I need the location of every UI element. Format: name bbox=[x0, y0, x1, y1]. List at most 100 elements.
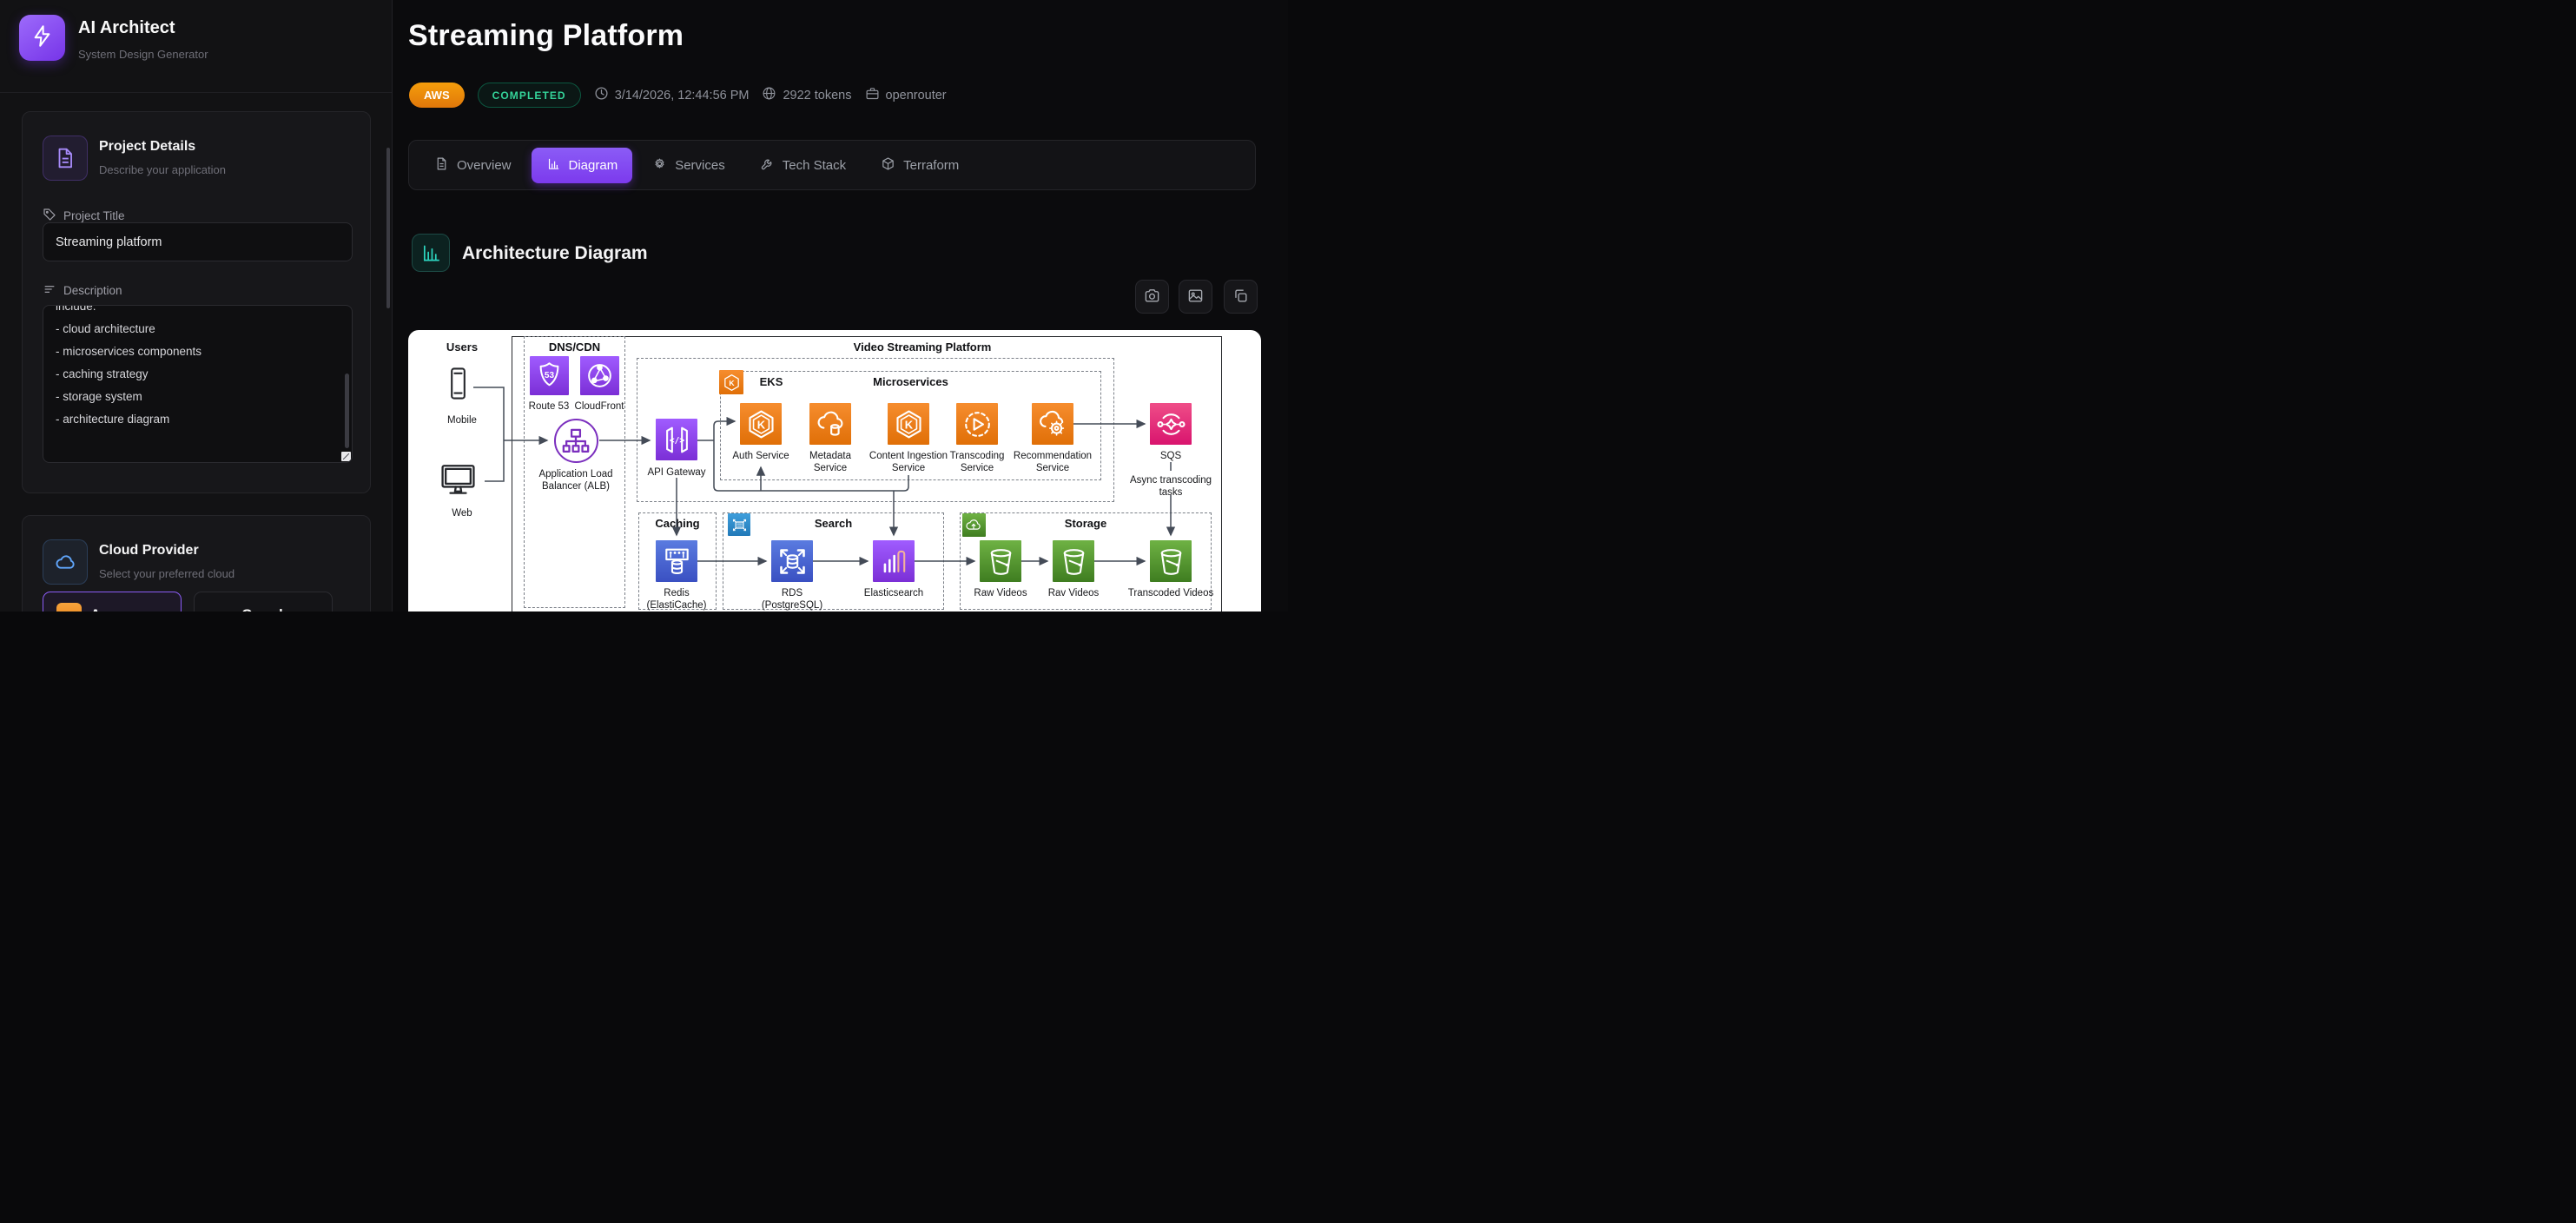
bar-chart-icon bbox=[412, 234, 450, 272]
sqs-icon bbox=[1154, 407, 1188, 441]
diagram-label-transcoded-videos: Transcoded Videos bbox=[1127, 588, 1214, 598]
textarea-scrollbar[interactable] bbox=[345, 374, 349, 448]
cloudfront-icon bbox=[584, 360, 616, 392]
camera-icon bbox=[1144, 288, 1160, 307]
diagram-label-auth-service: Auth Service bbox=[732, 451, 789, 461]
diagram-node-storage-badge bbox=[961, 513, 986, 537]
diagram-label-mobile-device: Mobile bbox=[447, 415, 477, 426]
app-tagline: System Design Generator bbox=[78, 48, 208, 61]
app-window: AI Architect System Design Generator Pro… bbox=[0, 0, 1288, 612]
diagram-box-video-streaming-platform: Video Streaming Platform bbox=[512, 336, 1222, 612]
copy-icon bbox=[1232, 288, 1249, 307]
diagram-text-eks: EKS bbox=[759, 375, 783, 388]
text-lines-icon bbox=[43, 282, 56, 299]
tab-services[interactable]: Services bbox=[637, 148, 740, 183]
diagram-node-content-ingestion-service: K bbox=[888, 403, 929, 445]
svg-text:</>: </> bbox=[669, 436, 684, 446]
tab-diagram[interactable]: Diagram bbox=[531, 147, 633, 183]
rds-icon bbox=[776, 545, 809, 578]
diagram-node-redis bbox=[656, 540, 697, 582]
api-gateway-icon: </> bbox=[660, 423, 694, 457]
eks-k-icon: K bbox=[892, 407, 926, 441]
project-card-title: Project Details bbox=[99, 139, 196, 154]
aws-logo-icon: aws bbox=[56, 603, 82, 612]
diagram-node-metadata-service bbox=[809, 403, 851, 445]
diagram-label-route-53: Route 53 bbox=[528, 401, 570, 412]
diagram-label-cloudfront: CloudFront bbox=[574, 401, 624, 412]
diagram-node-route-53: 53 bbox=[529, 356, 569, 395]
svg-text:53: 53 bbox=[544, 371, 554, 380]
diagram-box-dns-cdn: DNS/CDN bbox=[524, 336, 625, 608]
package-icon bbox=[881, 156, 895, 175]
project-details-card: Project Details Describe your applicatio… bbox=[22, 111, 371, 493]
copy-button[interactable] bbox=[1224, 280, 1258, 314]
tab-bar: Overview Diagram Services Tech Stack Ter… bbox=[408, 140, 1256, 190]
play-frame-icon bbox=[961, 407, 994, 441]
export-image-button[interactable] bbox=[1179, 280, 1212, 314]
diagram-node-eks-badge: K bbox=[719, 370, 743, 394]
alb-icon bbox=[558, 423, 594, 459]
project-title-label: Project Title bbox=[43, 208, 125, 224]
app-title: AI Architect bbox=[78, 18, 175, 37]
tab-tech-stack[interactable]: Tech Stack bbox=[745, 148, 861, 183]
status-badge: COMPLETED bbox=[477, 83, 581, 108]
page-title: Streaming Platform bbox=[408, 19, 684, 52]
s3-bucket-icon bbox=[1057, 545, 1091, 578]
provider-card-title: Cloud Provider bbox=[99, 543, 199, 558]
route53-icon: 53 bbox=[533, 360, 565, 392]
svg-text:K: K bbox=[756, 418, 765, 431]
diagram-node-transcoding-service bbox=[956, 403, 998, 445]
diagram-text-users: Users bbox=[446, 340, 479, 354]
diagram-node-sqs bbox=[1150, 403, 1192, 445]
tab-terraform[interactable]: Terraform bbox=[866, 148, 974, 183]
sidebar-scrollbar[interactable] bbox=[386, 148, 390, 308]
cloud-provider-card: Cloud Provider Select your preferred clo… bbox=[22, 515, 371, 612]
diagram-label-redis: Redis(ElastiCache) bbox=[646, 588, 707, 611]
provider-card-subtitle: Select your preferred cloud bbox=[99, 567, 235, 580]
screenshot-button[interactable] bbox=[1135, 280, 1169, 314]
s3-bucket-icon bbox=[1154, 545, 1188, 578]
description-label: Description bbox=[43, 282, 122, 299]
eks-k-sm-icon: K bbox=[722, 373, 742, 393]
briefcase-icon bbox=[865, 86, 880, 104]
token-count: 2922 tokens bbox=[762, 86, 852, 104]
s3-bucket-icon bbox=[984, 545, 1018, 578]
sidebar: AI Architect System Design Generator Pro… bbox=[0, 0, 393, 612]
phone-icon bbox=[441, 367, 483, 400]
provider-badge: AWS bbox=[409, 83, 465, 108]
bar-chart-icon bbox=[546, 156, 561, 175]
gateway-name: openrouter bbox=[865, 86, 947, 104]
sidebar-header: AI Architect System Design Generator bbox=[0, 0, 392, 93]
diagram-node-rav-videos bbox=[1053, 540, 1094, 582]
monitor-icon bbox=[439, 460, 485, 498]
diagram-text-async-transcoding: Async transcoding bbox=[1130, 475, 1212, 486]
textarea-resize-grip[interactable] bbox=[341, 452, 351, 461]
document-icon bbox=[43, 136, 88, 181]
project-title-input[interactable] bbox=[43, 222, 353, 261]
diagram-node-transcoded-videos bbox=[1150, 540, 1192, 582]
provider-google-button[interactable]: Google bbox=[194, 592, 333, 612]
svg-text:K: K bbox=[729, 378, 735, 387]
globe-icon bbox=[762, 86, 776, 104]
diagram-label-rav-videos: Rav Videos bbox=[1047, 588, 1100, 598]
diagram-node-cloudfront bbox=[579, 356, 619, 395]
diagram-box-eks-cluster bbox=[637, 358, 1114, 502]
diagram-node-recommendation-service bbox=[1032, 403, 1073, 445]
description-text: include:- cloud architecture- microservi… bbox=[56, 305, 202, 426]
architecture-diagram: Video Streaming Platform DNS/CDN Microse… bbox=[408, 330, 1261, 612]
tab-overview[interactable]: Overview bbox=[419, 148, 526, 183]
provider-amazon-button[interactable]: aws Amazon bbox=[43, 592, 182, 612]
cloud-icon bbox=[43, 539, 88, 585]
description-textarea[interactable]: include:- cloud architecture- microservi… bbox=[43, 305, 353, 463]
elasticsearch-icon bbox=[877, 545, 911, 578]
lightning-icon bbox=[30, 24, 54, 52]
diagram-label-api-gateway: API Gateway bbox=[647, 467, 706, 478]
diagram-text-tasks: tasks bbox=[1159, 487, 1183, 498]
wrench-icon bbox=[760, 156, 775, 175]
diagram-label-web-device: Web bbox=[452, 508, 472, 519]
diagram-node-auth-service: K bbox=[740, 403, 782, 445]
document-icon bbox=[434, 156, 449, 175]
